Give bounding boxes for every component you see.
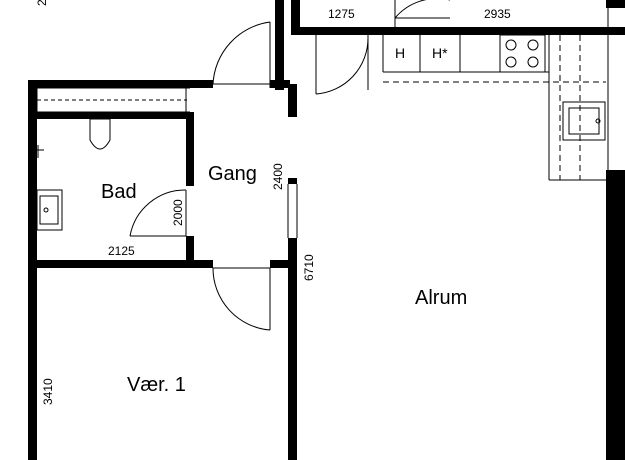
- wall-right: [606, 170, 625, 460]
- dim-vaer-v: 3410: [41, 378, 55, 405]
- doors: [129, 0, 450, 331]
- wall-v-bad-right-top: [186, 112, 194, 186]
- dim-top-left: 1275: [328, 7, 355, 21]
- dim-cut-top-left: 2: [35, 0, 49, 6]
- wall-h-bad-bottom: [28, 260, 213, 268]
- wall-v-top-center: [275, 0, 284, 90]
- walls: [28, 0, 625, 460]
- wall-left-vaer: [28, 262, 37, 460]
- wall-h-kitchen-top: [291, 27, 625, 35]
- wall-h-gang-bottom: [270, 260, 297, 268]
- wall-right-top: [606, 0, 625, 8]
- room-label-alrum: Alrum: [415, 287, 467, 309]
- wall-v-top-center-2: [291, 0, 300, 30]
- wall-h-upper-left: [28, 80, 213, 88]
- room-label-vaer1: Vær. 1: [127, 374, 186, 396]
- dim-alrum-v: 6710: [302, 254, 316, 281]
- wall-v-alrum-left-top: [288, 178, 297, 184]
- room-label-bad: Bad: [101, 181, 137, 203]
- wall-stub-gang: [288, 84, 297, 117]
- wall-h-closet-bottom: [28, 112, 193, 119]
- bath-fixtures: [32, 118, 111, 231]
- fixture-h: H: [395, 45, 405, 61]
- frame-lines: [30, 8, 609, 238]
- fixture-h-star: H*: [432, 45, 448, 61]
- dim-bad-v: 2000: [171, 199, 185, 226]
- kitchen: [382, 34, 606, 181]
- room-label-gang: Gang: [208, 163, 257, 185]
- wall-v-alrum-left: [288, 238, 297, 460]
- dim-gang-v: 2400: [271, 163, 285, 190]
- dim-bad-h: 2125: [108, 244, 135, 258]
- dim-top-right: 2935: [484, 7, 511, 21]
- wall-v-bad-right-bottom: [186, 236, 194, 268]
- wall-left-bad: [28, 82, 37, 268]
